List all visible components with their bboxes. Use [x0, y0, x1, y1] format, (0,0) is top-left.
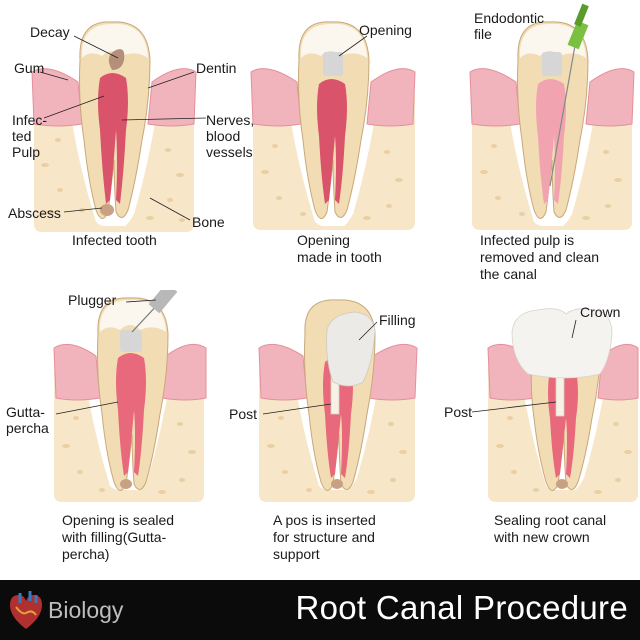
- label-post: Post: [229, 406, 258, 422]
- filling-crown-temp: [326, 311, 376, 387]
- label-crown: Crown: [580, 304, 621, 320]
- tooth-illustration-crown: [471, 308, 639, 502]
- label-opening: Opening: [359, 22, 412, 38]
- infected-pulp: [98, 73, 128, 204]
- footer-bar: Biology Root Canal Procedure: [0, 580, 640, 640]
- tooth-illustration-gutta: [53, 290, 207, 502]
- panel-clean-canal: Endodontic file Infected pulp is removed…: [426, 0, 639, 290]
- caption-clean-canal: Infected pulp is removed and clean the c…: [480, 232, 600, 282]
- tooth-enamel: [81, 23, 148, 58]
- label-gutta-percha: Gutta- percha: [6, 404, 49, 436]
- heart-icon: [10, 591, 42, 629]
- footer-title: Root Canal Procedure: [295, 589, 628, 626]
- label-dentin: Dentin: [196, 60, 237, 76]
- gum-right: [147, 68, 197, 127]
- gutta-percha-fill: [116, 353, 146, 476]
- tooth-illustration-clean: [469, 3, 635, 230]
- endodontic-file-tool: [549, 3, 589, 187]
- label-infected-pulp: Infec- ted Pulp: [12, 112, 48, 160]
- footer-category: Biology: [48, 597, 124, 623]
- panel-crown: Crown Post Sealing root canal with new c…: [426, 290, 639, 580]
- panel-post-filling: Filling Post A pos is inserted for struc…: [213, 290, 426, 580]
- label-decay: Decay: [30, 24, 70, 40]
- label-post-crown: Post: [444, 404, 473, 420]
- tooth-illustration-opening: [250, 21, 416, 230]
- label-nerves: Nerves, blood vessels: [206, 112, 255, 160]
- abscess: [100, 204, 114, 216]
- label-plugger: Plugger: [68, 292, 117, 308]
- label-gum: Gum: [14, 60, 45, 76]
- caption-post-filling: A pos is inserted for structure and supp…: [273, 512, 376, 562]
- access-opening: [323, 52, 343, 76]
- panel-gutta-percha: Plugger Gutta- percha Opening is sealed …: [0, 290, 213, 580]
- new-crown: [511, 308, 613, 379]
- decay-spot: [108, 49, 125, 70]
- tooth-illustration-infected: [31, 21, 207, 232]
- label-abscess: Abscess: [8, 205, 61, 221]
- panel-infected-tooth: Decay Gum Dentin Infec- ted Pulp Nerves,…: [0, 0, 254, 290]
- caption-crown: Sealing root canal with new crown: [494, 512, 607, 545]
- bone-block: [34, 92, 194, 232]
- plugger-tool: [131, 290, 178, 333]
- label-endodontic-file: Endodontic file: [474, 10, 545, 42]
- label-bone: Bone: [192, 214, 225, 230]
- label-filling: Filling: [379, 312, 416, 328]
- panel-opening: Opening Opening made in tooth: [213, 0, 426, 290]
- tooth-illustration-post: [258, 299, 418, 502]
- caption-gutta-percha: Opening is sealed with filling(Gutta- pe…: [62, 512, 175, 562]
- caption-infected-tooth: Infected tooth: [72, 232, 157, 248]
- caption-opening: Opening made in tooth: [297, 232, 382, 265]
